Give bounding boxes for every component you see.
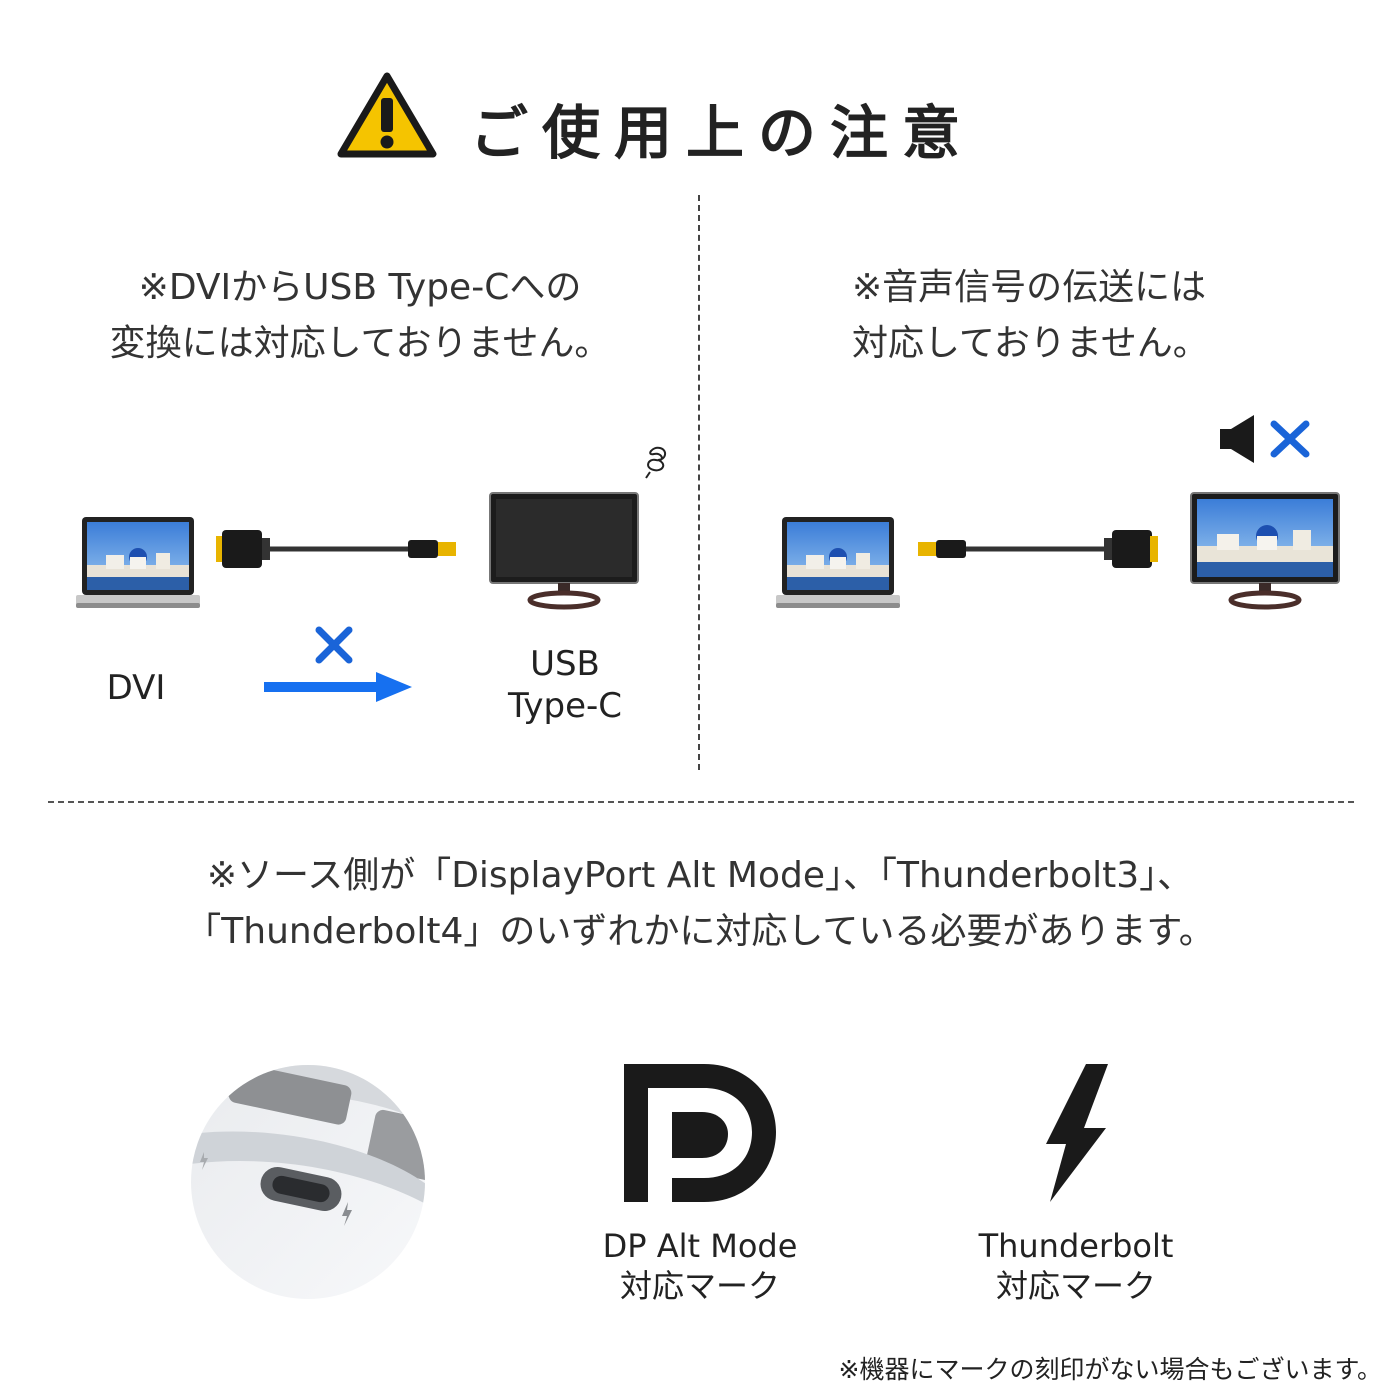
thunderbolt-logo [1046, 1064, 1108, 1202]
footnote: ※機器にマークの刻印がない場合もございます。 [838, 1355, 1382, 1384]
monitor-off-illustration [489, 492, 639, 610]
dp-mark-label-line1: DP Alt Mode [602, 1227, 798, 1265]
vertical-divider [698, 195, 700, 770]
target-label-line2: Type-C [507, 686, 623, 726]
dvi-to-usbc-cable [216, 530, 456, 568]
left-note: ※DVIからUSB Type-Cへの 変換には対応しておりません。 [100, 260, 620, 372]
dp-mark-label: DP Alt Mode 対応マーク [560, 1226, 840, 1306]
laptop-illustration-left [76, 517, 200, 608]
right-note: ※音声信号の伝送には 対応しておりません。 [852, 260, 1209, 372]
thunderbolt-mark-label-line1: Thunderbolt [978, 1227, 1174, 1265]
displayport-logo [624, 1064, 776, 1202]
direction-arrow [264, 672, 412, 702]
laptop-illustration-right [776, 517, 900, 608]
cross-icon-audio [1270, 420, 1310, 458]
thunderbolt-mark-label-line2: 対応マーク [995, 1267, 1156, 1305]
requirement-line1: ※ソース側が「DisplayPort Alt Mode」、「Thunderbol… [206, 855, 1194, 896]
usb-port-photo [191, 1065, 425, 1299]
requirement-line2: 「Thunderbolt4」のいずれかに対応している必要があります。 [185, 911, 1215, 952]
right-note-line2: 対応しておりません。 [852, 323, 1209, 364]
requirement-note: ※ソース側が「DisplayPort Alt Mode」、「Thunderbol… [0, 848, 1400, 960]
usbc-to-dvi-cable [918, 530, 1158, 568]
left-note-line1: ※DVIからUSB Type-Cへの [138, 267, 582, 308]
left-note-line2: 変換には対応しておりません。 [109, 323, 611, 364]
target-label-usbc: USB Type-C [485, 643, 645, 727]
cross-icon [315, 626, 353, 664]
monitor-on-illustration [1190, 492, 1340, 610]
speaker-muted-icon [1220, 415, 1254, 463]
dp-mark-label-line2: 対応マーク [619, 1267, 780, 1305]
page-title: ご使用上の注意 [470, 99, 975, 167]
warning-triangle-icon [337, 72, 437, 158]
horizontal-divider [48, 801, 1354, 803]
scribble-icon [645, 446, 666, 479]
target-label-line1: USB [530, 644, 600, 684]
thunderbolt-mark-label: Thunderbolt 対応マーク [940, 1226, 1212, 1306]
source-label-dvi: DVI [106, 668, 166, 708]
right-note-line1: ※音声信号の伝送には [852, 267, 1207, 308]
